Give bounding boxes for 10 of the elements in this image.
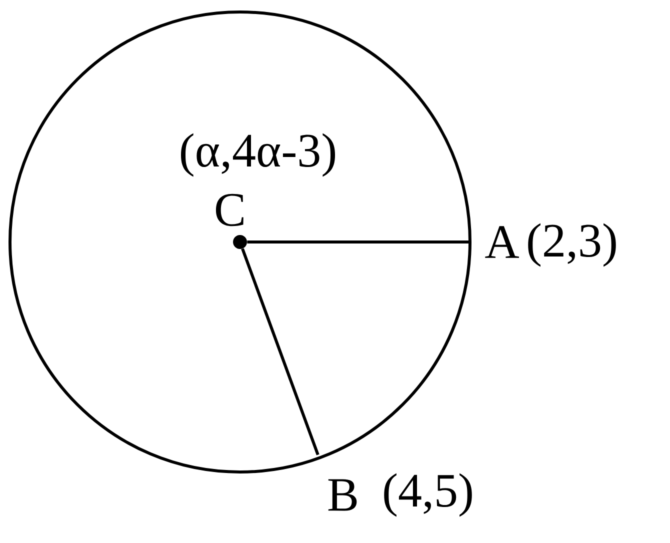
node-label: C bbox=[216, 194, 244, 226]
radius-line bbox=[247, 240, 470, 244]
point-label: A bbox=[485, 226, 519, 258]
coordinate-label: (α,4α-3) bbox=[181, 133, 336, 177]
center-point: C bbox=[216, 194, 247, 249]
circle-outline bbox=[8, 10, 472, 474]
coordinate-label: (2,3) bbox=[528, 223, 616, 267]
point-label: B bbox=[328, 479, 357, 511]
coordinate-label: (4,5) bbox=[384, 473, 472, 517]
radius-line bbox=[241, 248, 320, 456]
